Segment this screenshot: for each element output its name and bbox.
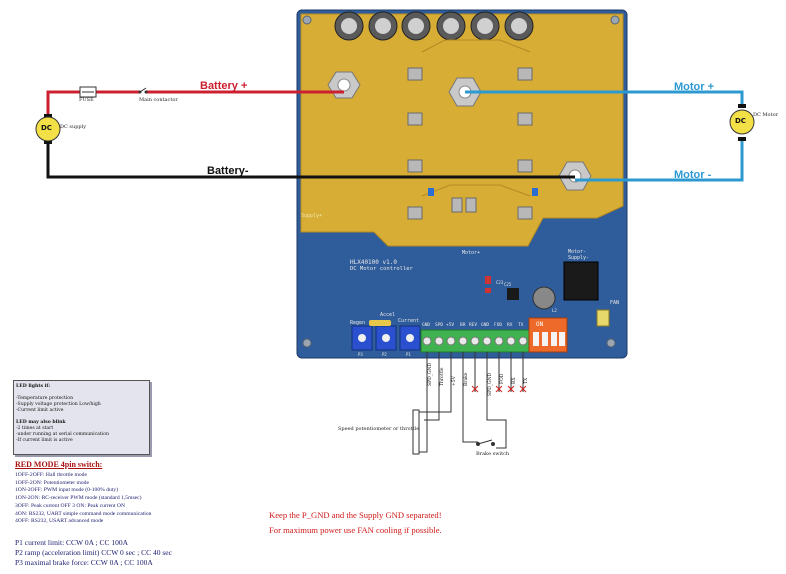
motor-plus-label: Motor +	[674, 81, 715, 93]
dc-supply-symbol-text: DC	[41, 124, 52, 132]
part-label-c25: C25	[504, 282, 512, 287]
board-title: HLX40100 v1.0	[350, 259, 397, 266]
led-info-line: -Temperature protection	[16, 396, 74, 401]
pot-line: P2 ramp (acceleration limit) CCW 0 sec ;…	[15, 548, 172, 557]
pin-label-fod: FOD	[494, 323, 503, 328]
board-on: ON	[536, 321, 544, 328]
board-motor-minus: Motor-	[568, 249, 587, 255]
motor-minus-label: Motor -	[674, 169, 712, 181]
pot-line: P3 maximal brake force: CCW 0A ; CC 100A	[15, 558, 153, 567]
potentiometer-caption: Speed potentiometer or throttle	[338, 426, 420, 432]
wire-label-5v: +5V	[452, 376, 457, 386]
battery-minus-wire	[46, 140, 575, 179]
led-info-line: -Current limit active	[16, 408, 64, 413]
led-info-line: LED may also blink	[16, 420, 66, 425]
board-subtitle: DC Motor controller	[350, 266, 413, 272]
mode-dip-switch	[528, 317, 568, 353]
mode-line: 1ON-2ON: RC-receiver PWM mode (standard …	[15, 495, 142, 502]
contactor-symbol	[138, 87, 148, 94]
led-info-box: LED lights if: -Temperature protection -…	[13, 380, 150, 455]
capacitor-row	[334, 11, 534, 41]
pot-line: P1 current limit: CCW 0A ; CC 100A	[15, 538, 128, 547]
warning-notes: Keep the P_GND and the Supply GND separa…	[269, 508, 442, 538]
mode-switch-title: RED MODE 4pin switch:	[15, 460, 103, 469]
board-current: Current	[398, 318, 420, 324]
board-accel: Accel	[380, 312, 396, 318]
mode-line: 1OFF-2OFF: Hall throttle mode	[15, 472, 87, 478]
wire-label-spd-gnd-2: SPD_GND	[488, 372, 493, 396]
mode-line: 1ON-2OFF: PWM input mode (0-100% duty)	[15, 487, 119, 494]
pot-label-p3: P3	[358, 352, 363, 357]
led-info-line: -under running at serial communication	[16, 432, 109, 437]
note-line-2: For maximum power use FAN cooling if pos…	[269, 525, 442, 535]
led-info-line: LED lights if:	[16, 384, 51, 389]
board-supply-plus: Supply+	[301, 213, 323, 219]
motor-minus-wire	[575, 138, 744, 182]
dc-supply-symbol	[35, 114, 61, 144]
pin-label-br: BR	[460, 323, 466, 328]
led-info-line: -2 times at start	[16, 426, 54, 431]
part-label-c23: C23	[496, 280, 504, 285]
wire-label-spd-gnd: SPD_GND	[428, 362, 433, 386]
board-regen: Regen	[350, 320, 366, 326]
mode-line: 4ON: RS232, UART simple command mode com…	[15, 510, 152, 517]
mode-line: 3OFF: Peak current OFF 3 ON: Peak curren…	[15, 502, 125, 509]
mode-switch-legend: RED MODE 4pin switch: 1OFF-2OFF: Hall th…	[15, 460, 151, 526]
board-motor-plus: Motor+	[462, 250, 481, 256]
pin-label-rev: REV	[469, 323, 478, 328]
dc-motor-caption: DC Motor	[753, 112, 778, 118]
pin-label-tx: TX	[518, 323, 524, 328]
controller-board	[296, 9, 628, 359]
fuse-symbol	[79, 86, 97, 98]
mode-line: 4OFF: RS232, USART advanced mode	[15, 518, 104, 525]
dc-motor-symbol	[729, 104, 755, 141]
dc-motor-symbol-text: DC	[735, 117, 746, 125]
pin-label-spd: SPD	[435, 323, 444, 328]
board-fan: FAN	[610, 300, 620, 306]
pin-label-5v: +5V	[446, 323, 455, 328]
led-info-line: -Supply voltage protection Low/high	[16, 402, 101, 407]
wire-label-fod: FOD	[500, 373, 505, 384]
part-label-l2: L2	[552, 308, 557, 313]
wire-label-tx: TX	[524, 377, 529, 384]
battery-plus-label: Battery +	[200, 80, 248, 92]
wire-label-brake: Brake	[464, 372, 469, 386]
dc-supply-caption: DC supply	[60, 124, 87, 130]
potentiometers	[351, 320, 421, 351]
mosfet-array	[407, 67, 533, 220]
terminal-block	[420, 329, 530, 353]
note-line-1: Keep the P_GND and the Supply GND separa…	[269, 510, 442, 520]
pot-label-p2: P2	[382, 352, 387, 357]
pin-label-rx: RX	[507, 323, 513, 328]
pot-label-p1: P1	[406, 352, 411, 357]
motor-plus-wire	[465, 90, 744, 108]
mode-line: 1OFF-2ON: Potentiometer mode	[15, 479, 89, 486]
pin-label-gnd: GND	[422, 323, 431, 328]
fuse-caption: FUSE	[79, 97, 94, 103]
pin-label-gnd2: GND	[481, 323, 490, 328]
signal-wires	[412, 352, 524, 455]
brake-switch-caption: Brake switch	[476, 451, 510, 457]
wire-label-rx: RX	[512, 377, 517, 384]
unused-pin-markers	[471, 385, 527, 393]
board-supply-minus: Supply-	[568, 255, 590, 261]
potentiometer-legend: P1 current limit: CCW 0A ; CC 100A P2 ra…	[15, 538, 172, 568]
battery-minus-label: Battery-	[207, 165, 249, 177]
contactor-caption: Main contactor	[139, 97, 178, 103]
wire-label-throttle: Throttle	[440, 367, 445, 386]
battery-plus-wire	[46, 90, 344, 118]
led-info-line: -If current limit is active	[16, 438, 73, 443]
